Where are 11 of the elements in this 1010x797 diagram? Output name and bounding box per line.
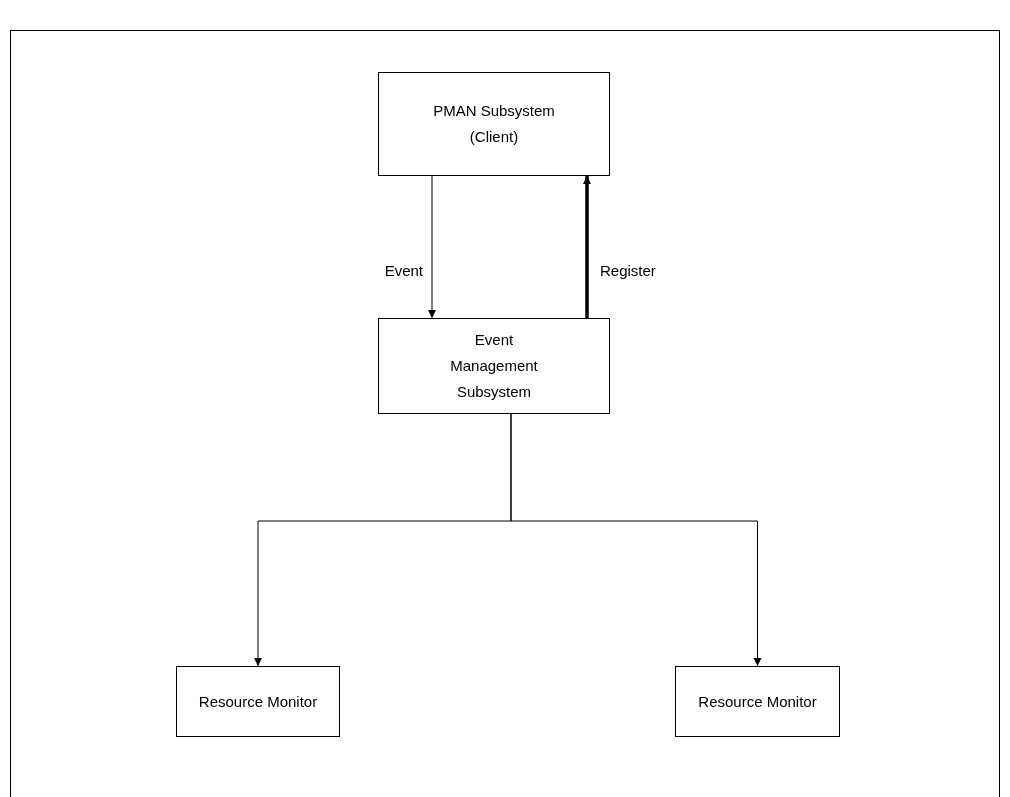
box-label: Resource Monitor: [198, 691, 318, 712]
box-label: PMAN Subsystem (Client): [432, 101, 556, 147]
box-label: Event Management Subsystem: [449, 330, 539, 402]
process-box: [378, 318, 610, 414]
process-box: [675, 666, 840, 737]
arrow: [510, 413, 762, 667]
process-box: [378, 72, 610, 176]
process-box: [176, 666, 340, 737]
arrow: [428, 175, 436, 319]
arrow: [583, 176, 591, 318]
box-label: Resource Monitor: [698, 691, 817, 712]
